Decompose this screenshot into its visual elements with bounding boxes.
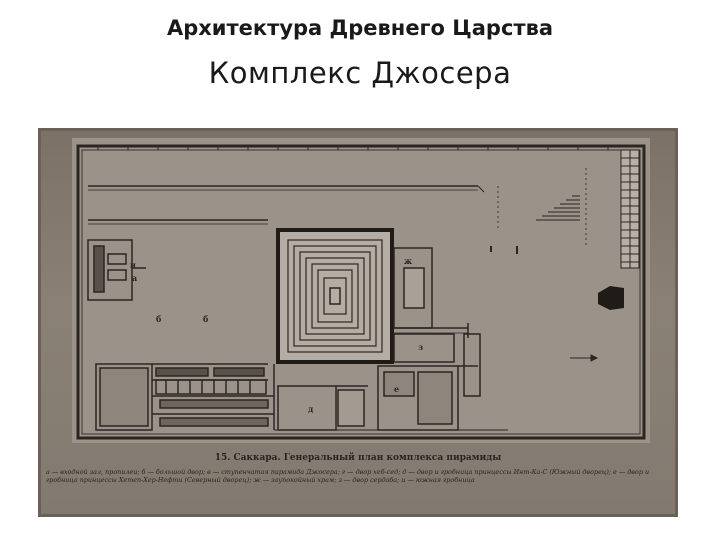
label-b-left: б (156, 314, 162, 324)
court-d (277, 385, 368, 431)
step-pyramid (276, 228, 394, 364)
label-d: д (308, 404, 314, 414)
site-plan-drawing (38, 128, 678, 517)
western-galleries (620, 149, 640, 269)
slide-subtitle: Комплекс Джосера (208, 56, 512, 90)
figure-caption: 15. Саккара. Генеральный план комплекса … (214, 453, 502, 463)
enclosure-wall (76, 144, 646, 440)
south-tomb (87, 239, 146, 301)
label-i: и (130, 260, 136, 270)
northern-corridors (88, 168, 587, 248)
label-a: а (132, 273, 138, 283)
north-arrow (570, 354, 599, 362)
label-z: з (418, 342, 424, 352)
slide-title: Архитектура Древнего Царства (166, 16, 554, 40)
heb-sed-court (95, 363, 275, 431)
figure-legend: а — входной зал, пропилеи; б — большой д… (46, 468, 650, 485)
label-zh: ж (404, 256, 413, 266)
mortuary-temple (393, 247, 469, 338)
north-palace (377, 333, 481, 431)
plan-photo: а б б д е ж з и 15. Саккара. Генеральный… (38, 128, 678, 517)
serdab-court (393, 333, 455, 363)
north-altar (598, 286, 624, 310)
label-b-right: б (203, 314, 209, 324)
label-e: е (394, 384, 400, 394)
entrance-colonnade (155, 379, 267, 395)
north-court-hatching (536, 195, 580, 221)
